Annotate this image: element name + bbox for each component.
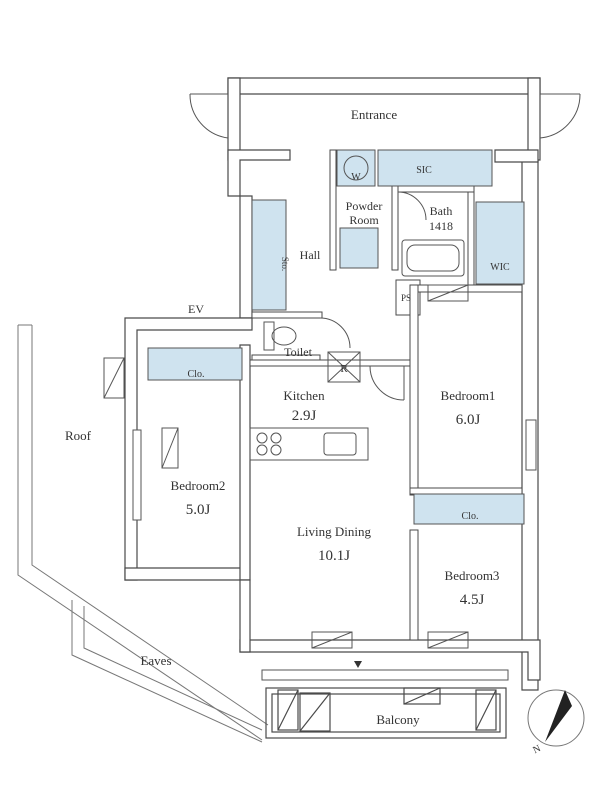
wic-storage xyxy=(475,201,525,285)
bedroom3-closet xyxy=(413,493,525,525)
kitchen-door xyxy=(319,317,351,349)
powder-room-label-2: Room xyxy=(349,213,379,227)
kitchen-label: Kitchen xyxy=(283,388,325,403)
ac-unit xyxy=(427,284,469,302)
north-arrow xyxy=(527,689,585,747)
kitchen-counter xyxy=(249,427,369,461)
windows xyxy=(132,419,537,681)
ev-label: EV xyxy=(188,302,204,316)
north-arrow-icon xyxy=(545,690,572,742)
ac-unit xyxy=(103,357,125,399)
entrance-label: Entrance xyxy=(351,107,397,122)
toilet-tank xyxy=(263,321,275,351)
r-label: R xyxy=(340,363,348,375)
doors xyxy=(189,93,581,401)
bedroom1-door xyxy=(369,365,405,401)
kitchen-size-label: 2.9J xyxy=(292,408,317,424)
roof-label: Roof xyxy=(65,428,92,443)
bathtub xyxy=(401,239,465,277)
bedroom3-size-label: 4.5J xyxy=(460,592,485,608)
refrigerator xyxy=(327,351,361,383)
powder-sink xyxy=(339,227,379,269)
bedroom1-window xyxy=(525,419,537,471)
entrance-door-right xyxy=(539,93,581,139)
entry-marker xyxy=(354,661,362,668)
hall-storage xyxy=(251,199,287,311)
eaves-label: Eaves xyxy=(140,653,171,668)
bath-size-label: 1418 xyxy=(429,219,453,233)
balcony-ac xyxy=(475,689,497,731)
balcony-ac xyxy=(277,689,299,731)
w-label: W xyxy=(351,172,361,183)
north-label: N xyxy=(531,743,542,756)
sic-storage xyxy=(377,149,493,187)
clo-bedroom2-label: Clo. xyxy=(188,369,205,380)
stove-burner xyxy=(256,432,268,444)
labels: Entrance SIC W Powder Room Bath 1418 Hal… xyxy=(65,107,543,756)
bedroom2-label: Bedroom2 xyxy=(171,478,226,493)
bedroom1-size-label: 6.0J xyxy=(456,412,481,428)
ps-label: PS xyxy=(401,293,411,303)
fixtures xyxy=(103,155,469,649)
hall-label: Hall xyxy=(300,248,321,262)
storage-areas xyxy=(147,149,525,525)
entrance-door-left xyxy=(189,93,229,139)
bedroom2-size-label: 5.0J xyxy=(186,502,211,518)
sto-label: Sto. xyxy=(280,257,290,271)
bath-door xyxy=(397,191,427,221)
powder-room-label-1: Powder xyxy=(346,199,383,213)
toilet-bowl xyxy=(271,326,297,346)
bath-label: Bath xyxy=(430,204,453,218)
ac-unit xyxy=(311,631,353,649)
ac-unit xyxy=(427,631,469,649)
balcony-ac xyxy=(299,692,331,732)
bedroom2-closet xyxy=(147,347,243,381)
washer-drum xyxy=(343,155,369,181)
roof-outline xyxy=(17,324,269,743)
ac-unit xyxy=(161,427,179,469)
living-dining-size-label: 10.1J xyxy=(318,548,350,564)
balcony-label: Balcony xyxy=(376,712,420,727)
living-dining-label: Living Dining xyxy=(297,524,372,539)
sic-label: SIC xyxy=(416,165,432,176)
toilet-label: Toilet xyxy=(284,345,312,359)
kitchen-sink xyxy=(323,432,357,456)
wic-label: WIC xyxy=(490,262,510,273)
balcony-ac xyxy=(403,687,441,705)
bedroom1-label: Bedroom1 xyxy=(441,388,496,403)
balcony xyxy=(265,687,507,739)
bedroom2-window xyxy=(132,429,142,521)
bedroom3-label: Bedroom3 xyxy=(445,568,500,583)
clo-bedroom3-label: Clo. xyxy=(462,511,479,522)
living-balcony-window xyxy=(261,669,509,681)
